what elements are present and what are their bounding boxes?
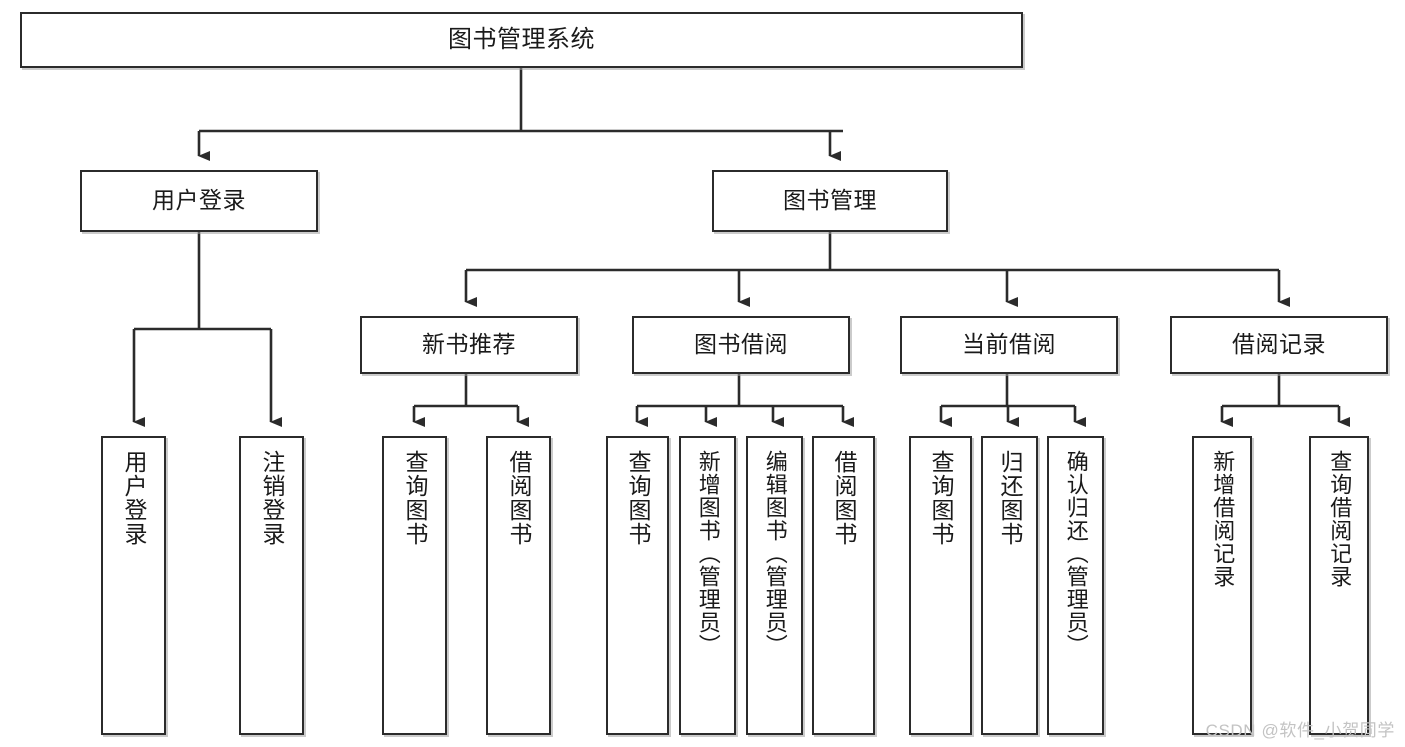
node-book-manage[interactable]: 图书管理 — [712, 170, 948, 232]
csdn-watermark: CSDN @软件_小贺同学 — [1205, 721, 1395, 740]
node-borrow-record[interactable]: 借阅记录 — [1170, 316, 1388, 374]
node-new-book-recommend-label: 新书推荐 — [422, 331, 516, 358]
node-current-borrow-label: 当前借阅 — [962, 331, 1056, 358]
leaf-borrow-book[interactable]: 借阅图书 — [812, 436, 875, 735]
leaf-return-book-label: 归还图书 — [996, 450, 1023, 546]
node-book-borrow[interactable]: 图书借阅 — [632, 316, 850, 374]
node-book-manage-label: 图书管理 — [783, 187, 877, 214]
leaf-user-login-label: 用户登录 — [120, 450, 147, 546]
leaf-new-book-query[interactable]: 查询图书 — [382, 436, 447, 735]
node-user-login[interactable]: 用户登录 — [80, 170, 318, 232]
leaf-confirm-return-admin-label: 确认归还（管理员） — [1063, 450, 1089, 657]
node-borrow-record-label: 借阅记录 — [1232, 331, 1326, 358]
leaf-edit-book-admin-label: 编辑图书（管理员） — [762, 450, 788, 657]
leaf-query-borrow-record-label: 查询借阅记录 — [1327, 450, 1353, 588]
node-current-borrow[interactable]: 当前借阅 — [900, 316, 1118, 374]
leaf-current-query-book[interactable]: 查询图书 — [909, 436, 972, 735]
node-user-login-label: 用户登录 — [152, 187, 246, 214]
leaf-query-borrow-record[interactable]: 查询借阅记录 — [1309, 436, 1369, 735]
leaf-add-book-admin-label: 新增图书（管理员） — [695, 450, 721, 657]
leaf-add-borrow-record-label: 新增借阅记录 — [1210, 450, 1236, 588]
node-root[interactable]: 图书管理系统 — [20, 12, 1023, 68]
leaf-current-query-book-label: 查询图书 — [927, 450, 954, 546]
leaf-new-book-query-label: 查询图书 — [401, 450, 428, 546]
leaf-confirm-return-admin[interactable]: 确认归还（管理员） — [1047, 436, 1104, 735]
leaf-borrow-query-book[interactable]: 查询图书 — [606, 436, 669, 735]
leaf-add-book-admin[interactable]: 新增图书（管理员） — [679, 436, 736, 735]
leaf-borrow-book-label: 借阅图书 — [830, 450, 857, 546]
leaf-return-book[interactable]: 归还图书 — [981, 436, 1038, 735]
node-root-label: 图书管理系统 — [448, 25, 595, 53]
leaf-new-book-borrow-label: 借阅图书 — [505, 450, 532, 546]
node-new-book-recommend[interactable]: 新书推荐 — [360, 316, 578, 374]
leaf-new-book-borrow[interactable]: 借阅图书 — [486, 436, 551, 735]
leaf-logout[interactable]: 注销登录 — [239, 436, 304, 735]
leaf-add-borrow-record[interactable]: 新增借阅记录 — [1192, 436, 1252, 735]
leaf-logout-label: 注销登录 — [258, 450, 285, 546]
leaf-borrow-query-book-label: 查询图书 — [624, 450, 651, 546]
node-book-borrow-label: 图书借阅 — [694, 331, 788, 358]
leaf-edit-book-admin[interactable]: 编辑图书（管理员） — [746, 436, 803, 735]
leaf-user-login[interactable]: 用户登录 — [101, 436, 166, 735]
